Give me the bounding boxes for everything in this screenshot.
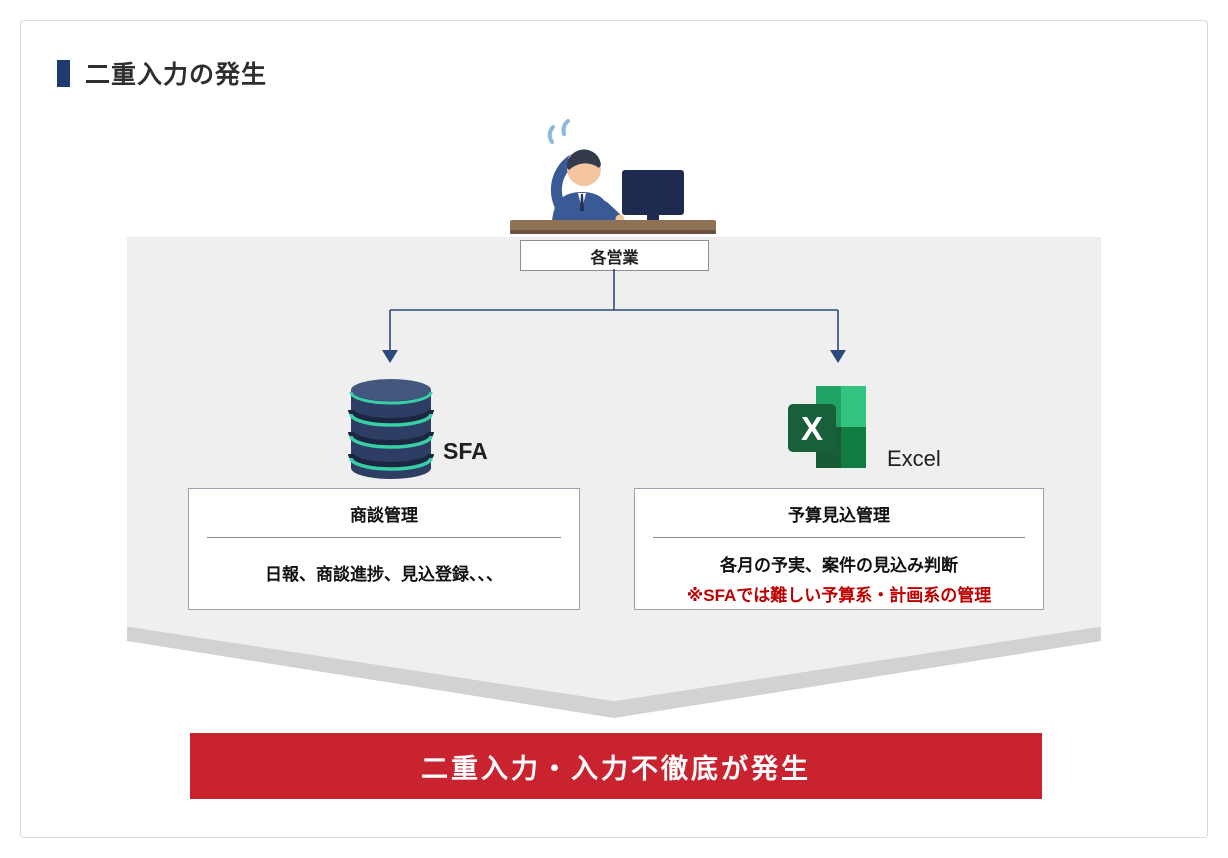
panel-background-shape (127, 237, 1101, 702)
sfa-label: SFA (443, 438, 488, 464)
db-accent (349, 435, 433, 449)
excel-box-line1: 各月の予実、案件の見込み判断 (720, 556, 958, 575)
desk (510, 220, 716, 231)
excel-box-warning: ※SFAでは難しい予算系・計画系の管理 (686, 586, 992, 605)
excel-sheet-br (841, 427, 866, 468)
result-banner: 二重入力・入力不徹底が発生 (190, 733, 1042, 799)
excel-info-box: 予算見込管理 各月の予実、案件の見込み判断 ※SFAでは難しい予算系・計画系の管… (634, 488, 1044, 610)
title-text: 二重入力の発生 (85, 61, 268, 89)
monitor-icon (622, 170, 684, 215)
excel-letter: X (801, 410, 823, 447)
sweat-drop-icon (561, 119, 570, 136)
sfa-database-icon (348, 379, 434, 479)
sweat-drop-icon (547, 125, 555, 144)
db-body (351, 390, 431, 479)
tie (580, 194, 584, 211)
excel-label: Excel (887, 446, 941, 471)
actor-label: 各営業 (590, 249, 639, 267)
actor-label-box: 各営業 (520, 240, 709, 271)
excel-icon: X (788, 386, 866, 468)
excel-sheet-tr (841, 386, 866, 427)
db-separator (348, 453, 434, 468)
monitor-stand (647, 214, 659, 221)
db-separator (348, 431, 434, 446)
slide-border (20, 20, 1208, 838)
excel-box-title: 予算見込管理 (788, 506, 890, 525)
db-separator (348, 409, 434, 424)
db-accent (349, 457, 433, 471)
db-top (351, 379, 431, 401)
db-accent (349, 413, 433, 427)
sfa-info-box: 商談管理 日報、商談進捗、見込登録、、、 (188, 488, 580, 610)
result-banner-text: 二重入力・入力不徹底が発生 (421, 753, 811, 784)
title-bullet (57, 59, 70, 87)
sfa-box-title: 商談管理 (350, 506, 418, 525)
db-accent (349, 391, 433, 405)
salesperson-illustration (510, 119, 716, 234)
lower-arm (599, 201, 623, 224)
divider (207, 537, 561, 538)
excel-x-tile (788, 404, 836, 452)
desk-edge (510, 230, 716, 234)
sfa-box-body: 日報、商談進捗、見込登録、、、 (265, 565, 503, 584)
page-title: 二重入力の発生 (57, 55, 267, 91)
hair (566, 149, 601, 170)
divider (653, 537, 1025, 538)
